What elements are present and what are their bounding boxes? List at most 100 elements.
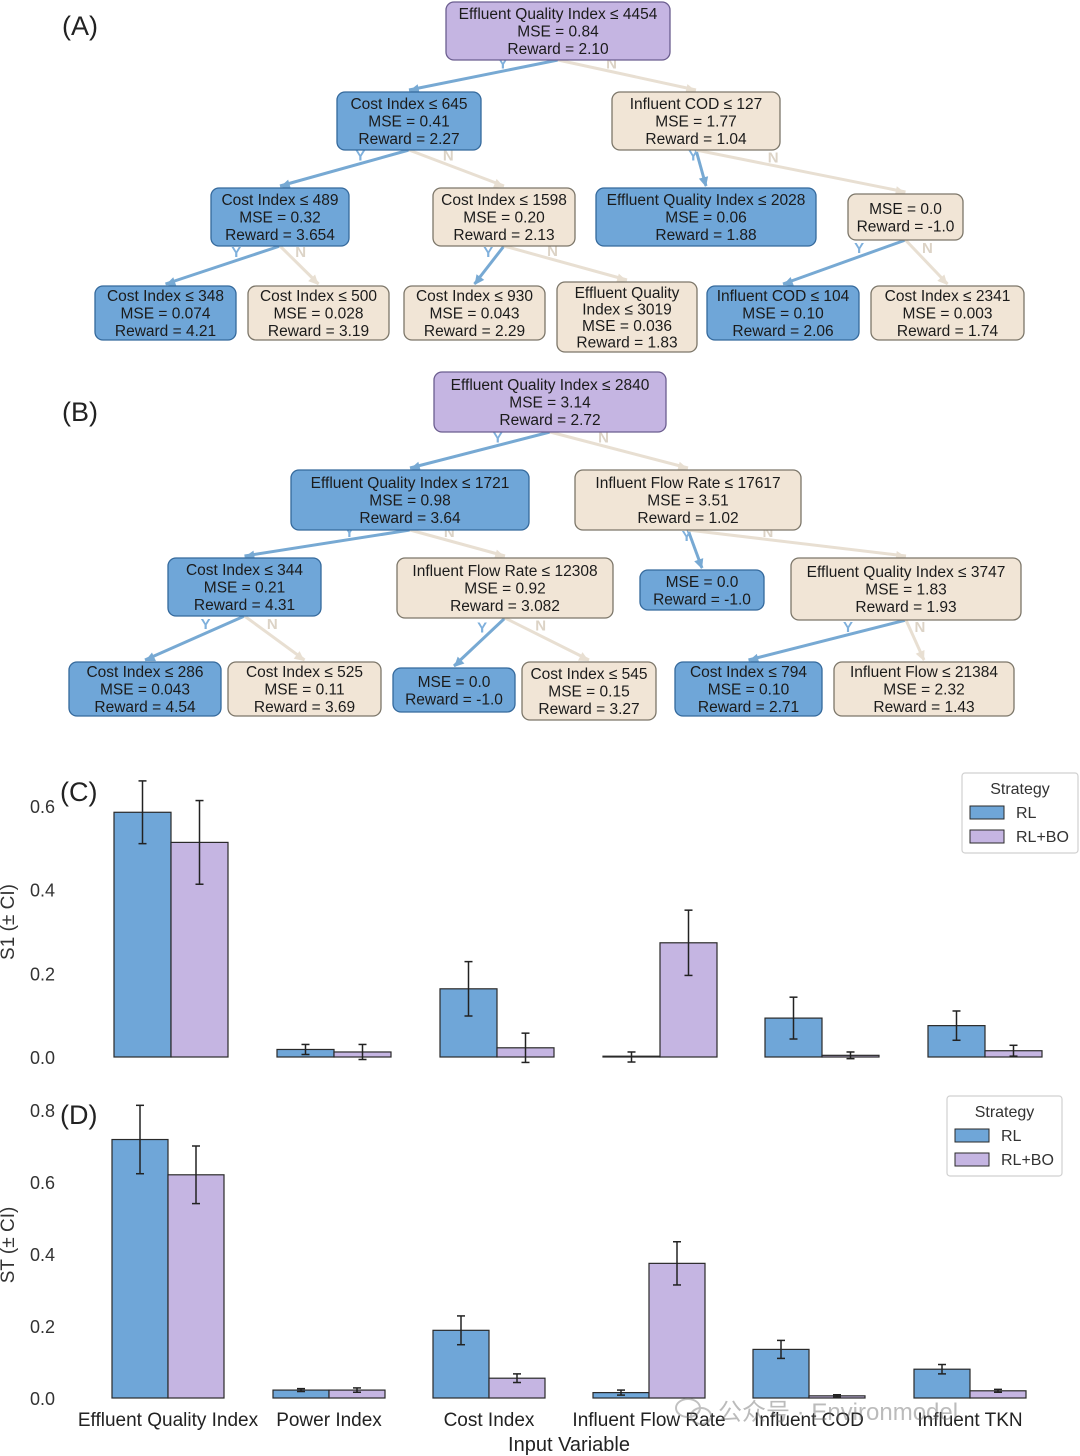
tree-node-line: MSE = 3.51	[647, 493, 728, 510]
tree-node-box	[433, 371, 667, 433]
edge-arrowhead	[280, 179, 291, 189]
tree-edge	[409, 528, 506, 558]
edge-arrowhead	[894, 186, 906, 196]
tree-node-line: Influent COD ≤ 104	[717, 288, 850, 305]
legend-title: Strategy	[990, 781, 1050, 798]
tree-node-line: MSE = 0.84	[517, 24, 599, 41]
edge-label: Y	[688, 148, 698, 165]
tree-node-line: Reward = 1.02	[637, 510, 738, 527]
tree-node-line: Reward = -1.0	[405, 691, 503, 708]
wechat-icon	[675, 1398, 712, 1425]
edge-arrowhead	[685, 84, 696, 94]
tree-node-line: Cost Index ≤ 545	[530, 666, 647, 683]
tree-edge	[452, 616, 507, 668]
edge-label: N	[547, 243, 558, 260]
edge-label: N	[267, 616, 278, 633]
panel-label: (B)	[62, 397, 98, 427]
panel-label: (A)	[62, 11, 98, 41]
legend-swatch	[954, 1128, 990, 1143]
edge-arrowhead	[308, 274, 319, 285]
tree-edge	[549, 430, 689, 470]
tree-node-line: Effluent Quality Index ≤ 2840	[451, 377, 650, 394]
tree-node-line: Reward = 3.19	[268, 323, 369, 340]
tree-node-line: Cost Index ≤ 500	[260, 288, 377, 305]
tree-node-line: MSE = 0.92	[464, 581, 545, 598]
series-rl-bo	[170, 799, 1043, 1064]
tree-node-line: MSE = 1.83	[865, 582, 946, 599]
panel-label: (D)	[60, 1100, 97, 1130]
legend-entry: RL	[1016, 805, 1037, 822]
tree-node-line: MSE = 0.074	[120, 306, 210, 323]
tree-node-line: Reward = 4.21	[115, 323, 216, 340]
tree-node-box	[336, 91, 482, 151]
edge-label: Y	[682, 528, 692, 545]
tree-node-line: Influent Flow Rate ≤ 12308	[412, 563, 597, 580]
tree-node-line: Reward = 2.72	[499, 412, 600, 429]
tree-node-line: Reward = 2.71	[698, 699, 799, 716]
y-tick-label: 0.0	[30, 1048, 55, 1068]
bar	[432, 1329, 490, 1399]
edge-arrowhead	[494, 549, 505, 559]
tree-node-line: Reward = 1.93	[855, 599, 956, 616]
tree-node-line: MSE = 0.20	[463, 210, 545, 227]
tree-node-line: Reward = 2.10	[507, 41, 609, 58]
tree-node-line: MSE = 2.32	[883, 682, 964, 699]
tree-node-line: Reward = 3.69	[254, 699, 355, 716]
edge-arrowhead	[409, 84, 420, 94]
tree-node-box	[706, 285, 860, 341]
tree-node-line: MSE = 0.11	[264, 682, 344, 699]
edge-arrowhead	[694, 558, 704, 569]
tree-edge	[144, 614, 246, 662]
tree-node-box	[847, 193, 964, 241]
edge-label: Y	[493, 430, 503, 447]
tree-edge	[503, 244, 628, 282]
y-axis: 0.00.20.40.60.8	[30, 1101, 55, 1409]
tree-node-line: MSE = 0.15	[548, 684, 629, 701]
edge-arrowhead	[937, 274, 948, 285]
tree-node-line: Cost Index ≤ 344	[186, 562, 303, 579]
edge-arrowhead	[616, 273, 627, 283]
tree-node-line: Reward = 3.654	[225, 227, 335, 244]
series-rl	[111, 1104, 971, 1399]
tree-node-line: Cost Index ≤ 930	[416, 288, 533, 305]
tree-node-box	[445, 1, 671, 61]
edge-arrowhead	[677, 461, 688, 471]
edge-arrowhead	[145, 652, 156, 662]
tree-node-line: MSE = 3.14	[509, 395, 591, 412]
tree-node-box	[227, 661, 382, 717]
tree-node-line: MSE = 0.028	[273, 306, 363, 323]
y-tick-label: 0.4	[30, 881, 55, 901]
x-tick-label: Influent COD	[754, 1410, 864, 1431]
tree-node-box	[790, 557, 1022, 621]
tree-node-line: Cost Index ≤ 645	[350, 96, 467, 113]
tree-node-box	[68, 661, 222, 717]
tree-node-box	[574, 469, 802, 531]
edge-arrowhead	[698, 176, 709, 187]
tree-node-box	[290, 469, 530, 531]
edge-arrowhead	[165, 277, 177, 287]
tree-edge	[409, 430, 551, 470]
edge-label: N	[535, 618, 546, 635]
tree-node-box	[392, 667, 516, 713]
tree-node-line: MSE = 0.06	[665, 210, 746, 227]
tree-node-line: Reward = 3.27	[538, 701, 639, 718]
tree-edge	[504, 616, 590, 662]
tree-node-line: Reward = 4.31	[194, 597, 295, 614]
tree-node-line: MSE = 0.0	[869, 201, 942, 218]
tree-node-line: MSE = 0.21	[204, 580, 285, 597]
tree-node-line: Effluent Quality Index ≤ 2028	[607, 192, 806, 209]
tree-node-line: Reward = 2.27	[358, 131, 459, 148]
edge-label: Y	[231, 244, 241, 261]
tree-node-line: Reward = 1.43	[873, 699, 974, 716]
